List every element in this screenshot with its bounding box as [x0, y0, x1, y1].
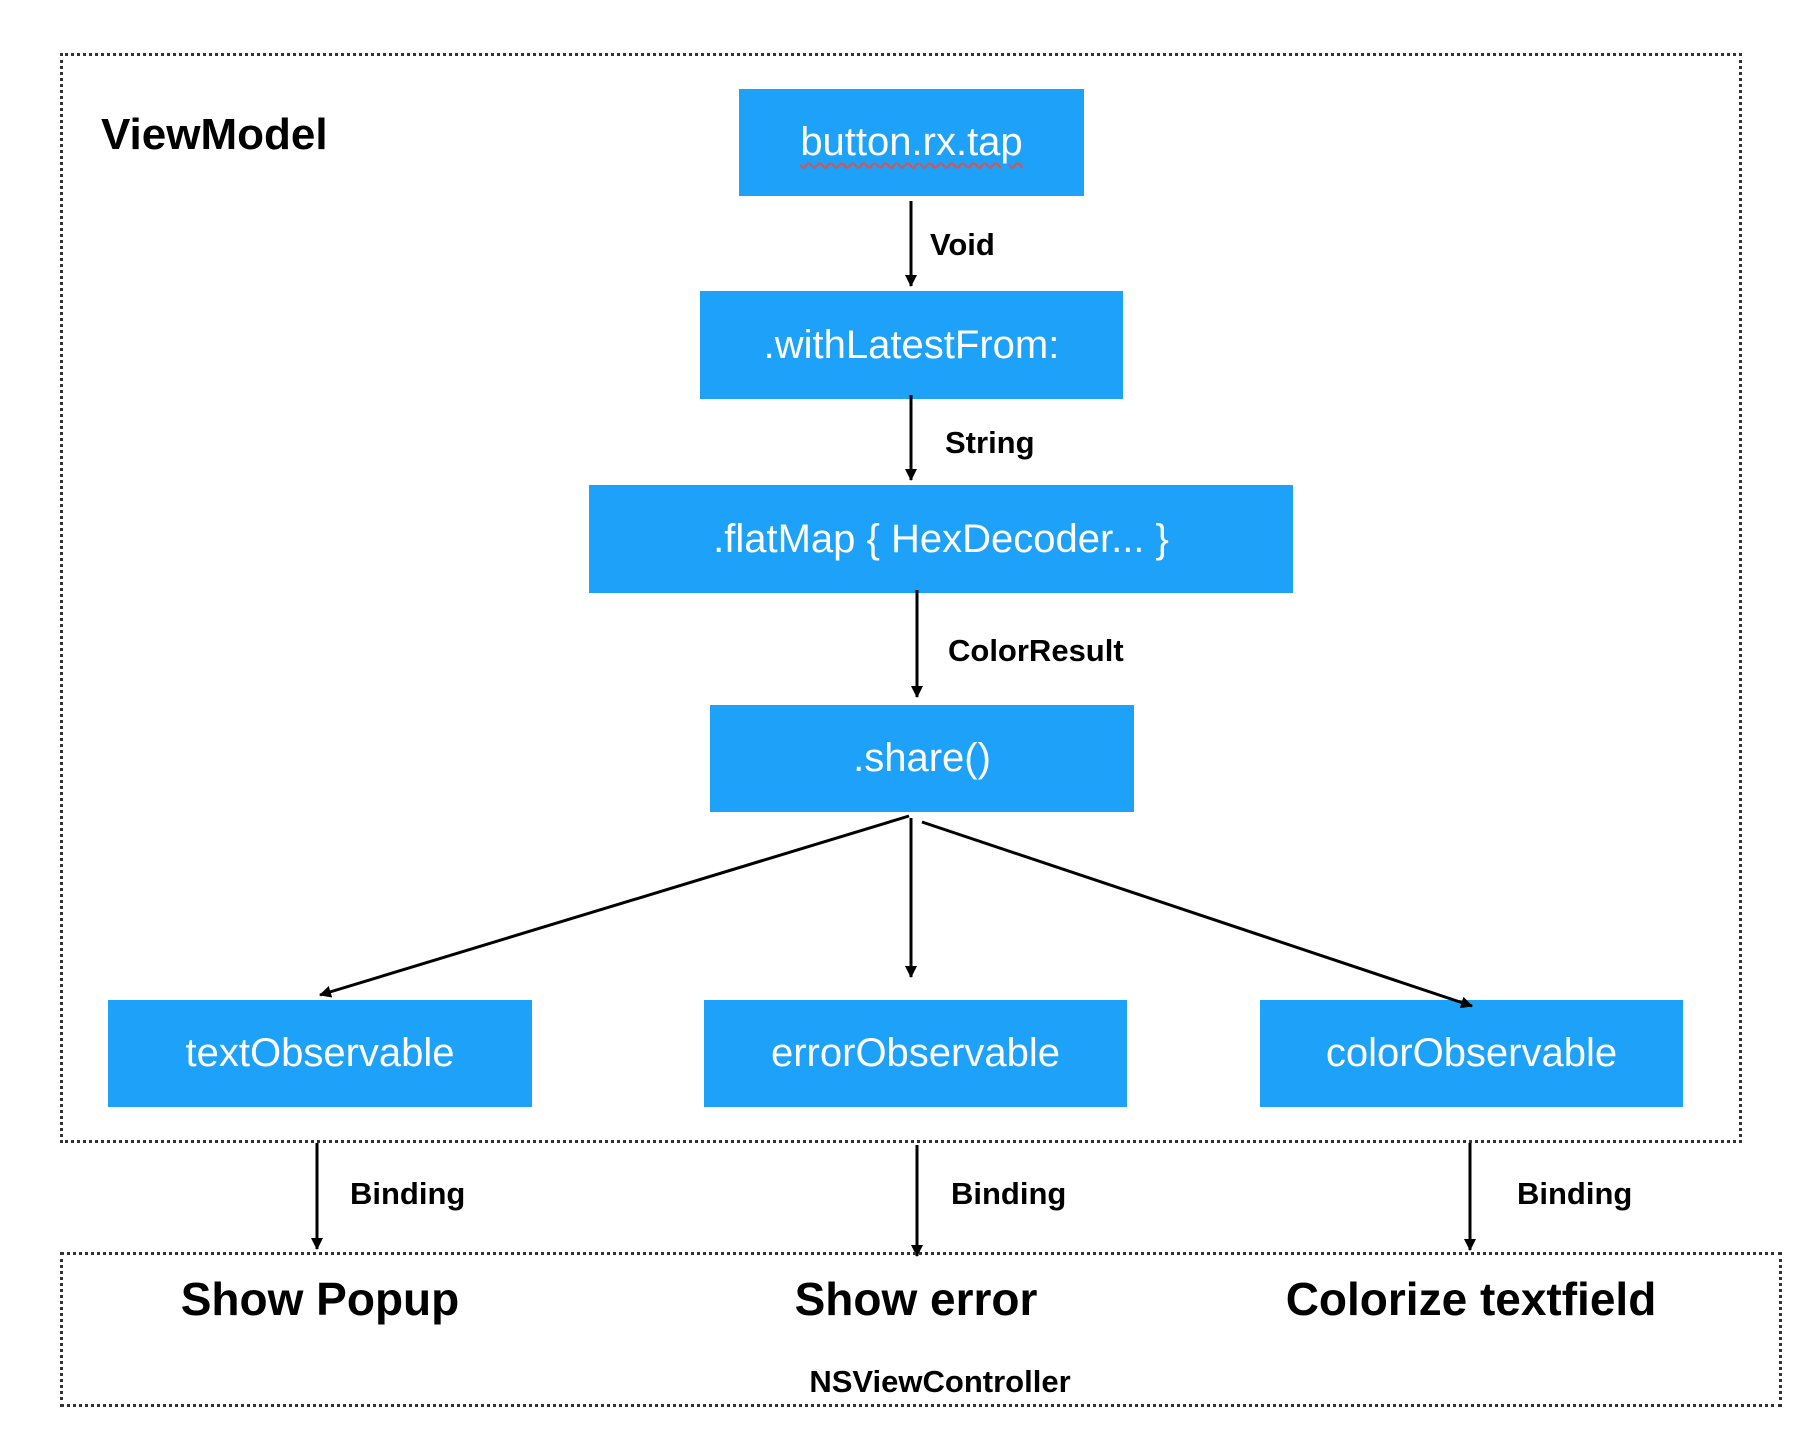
share-node: .share() — [710, 705, 1134, 812]
viewmodel-title: ViewModel — [101, 110, 328, 159]
flat-map-node: .flatMap { HexDecoder... } — [589, 485, 1293, 593]
tap-node-label: button.rx.tap — [800, 120, 1023, 164]
view-controller-title: NSViewController — [809, 1364, 1071, 1399]
edge-label-void: Void — [930, 227, 995, 262]
action-colorize-textfield: Colorize textfield — [1285, 1273, 1657, 1325]
color-observable-node: colorObservable — [1260, 1000, 1683, 1107]
error-observable-node: errorObservable — [704, 1000, 1127, 1107]
action-show-error: Show error — [794, 1273, 1038, 1325]
edge-label-binding-error: Binding — [951, 1176, 1067, 1211]
arrow-share-to-textobservable — [319, 814, 910, 998]
edge-label-color-result: ColorResult — [948, 633, 1124, 668]
edge-label-binding-text: Binding — [350, 1176, 466, 1211]
text-observable-node: textObservable — [108, 1000, 532, 1107]
viewmodel-frame — [60, 53, 1742, 1143]
with-latest-from-node: .withLatestFrom: — [700, 291, 1123, 399]
tap-node: button.rx.tap — [739, 89, 1084, 196]
edge-label-binding-color: Binding — [1517, 1176, 1633, 1211]
edge-label-string: String — [945, 425, 1035, 460]
action-show-popup: Show Popup — [180, 1273, 460, 1325]
view-controller-frame — [60, 1252, 1782, 1407]
arrow-share-to-colorobservable — [921, 820, 1473, 1009]
